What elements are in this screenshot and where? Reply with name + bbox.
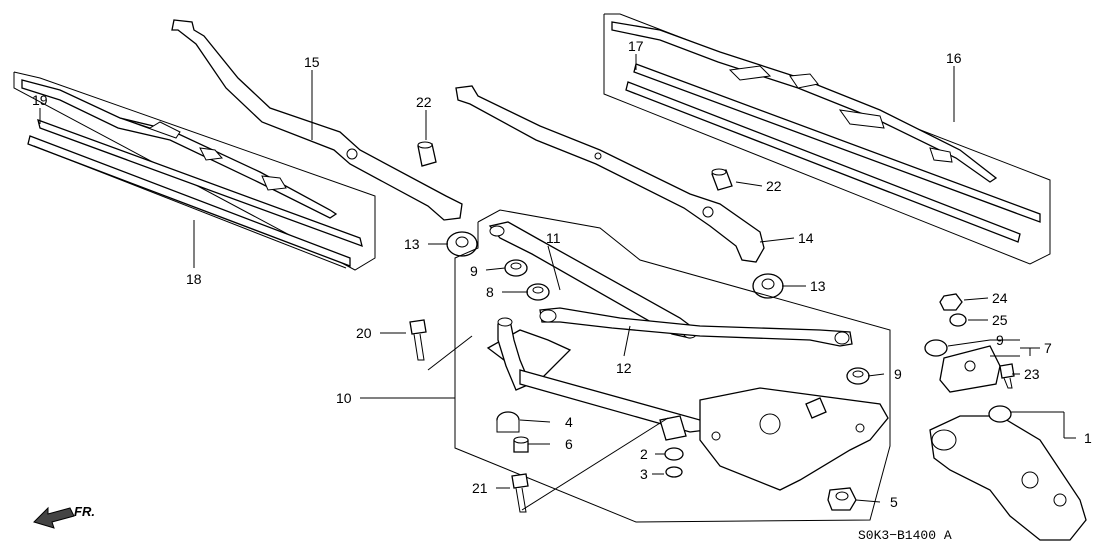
callout-13-left: 13 xyxy=(404,236,420,252)
callout-20: 20 xyxy=(356,325,372,341)
callout-15: 15 xyxy=(304,54,320,70)
callout-2: 2 xyxy=(640,446,648,462)
wiper-arm-15 xyxy=(171,19,463,221)
left-blade-group-frame xyxy=(13,71,376,271)
bushing-8 xyxy=(526,283,550,301)
bolt-20 xyxy=(409,319,427,361)
bushing-2 xyxy=(664,447,684,461)
bushing-9-middle xyxy=(846,367,870,385)
callout-6: 6 xyxy=(565,436,573,452)
callout-18: 18 xyxy=(186,271,202,287)
callout-9-middle: 9 xyxy=(894,366,902,382)
cap-nut-22-right xyxy=(711,168,733,191)
right-blade-group-frame xyxy=(603,13,1051,265)
washer-25 xyxy=(949,313,967,327)
washer-13-left xyxy=(446,231,478,257)
callout-19: 19 xyxy=(32,92,48,108)
callout-9-right: 9 xyxy=(996,332,1004,348)
callout-22-right: 22 xyxy=(766,178,782,194)
wiper-motor-1 xyxy=(929,405,1087,541)
callout-24: 24 xyxy=(992,290,1008,306)
callout-10: 10 xyxy=(336,390,352,406)
callout-5: 5 xyxy=(890,494,898,510)
callout-4: 4 xyxy=(565,414,573,430)
right-wiper-blade xyxy=(611,21,998,183)
callout-13-right: 13 xyxy=(810,278,826,294)
callout-23: 23 xyxy=(1024,366,1040,382)
callout-21: 21 xyxy=(472,480,488,496)
leader-lines xyxy=(39,54,1076,511)
front-direction-label: FR. xyxy=(74,504,95,519)
pivot-frame xyxy=(486,317,889,491)
nut-24 xyxy=(939,293,963,311)
cap-nut-22-left xyxy=(417,141,437,167)
left-wiper-blade xyxy=(21,79,338,219)
callout-11: 11 xyxy=(546,230,561,246)
bushing-9-right xyxy=(924,339,948,357)
callout-22-left: 22 xyxy=(416,94,432,110)
bracket-7 xyxy=(939,345,1001,393)
callout-8: 8 xyxy=(486,284,494,300)
grommet-5 xyxy=(827,487,857,511)
callout-3: 3 xyxy=(640,466,648,482)
callout-9-upper: 9 xyxy=(470,263,478,279)
diagram-code: S0K3−B1400 A xyxy=(858,528,952,543)
collar-6 xyxy=(513,436,529,453)
bushing-9-upper xyxy=(504,259,528,277)
callout-1: 1 xyxy=(1084,430,1092,446)
callout-25: 25 xyxy=(992,312,1008,328)
callout-14: 14 xyxy=(798,230,814,246)
left-blade-rubber xyxy=(27,118,363,269)
callout-labels: 1 2 3 4 5 6 7 8 9 9 9 10 11 12 13 13 14 … xyxy=(32,38,1092,510)
callout-7: 7 xyxy=(1044,340,1052,356)
collar-3 xyxy=(665,466,683,478)
bolt-23 xyxy=(999,363,1015,389)
washer-13-right xyxy=(752,273,784,299)
wiper-arm-14 xyxy=(455,85,765,263)
right-blade-rubber xyxy=(625,63,1041,243)
link-assembly-frame xyxy=(454,209,891,523)
front-direction-arrow-icon xyxy=(33,506,75,529)
callout-12: 12 xyxy=(616,360,632,376)
callout-17: 17 xyxy=(628,38,644,54)
grommet-4 xyxy=(496,411,520,433)
bolt-21 xyxy=(511,473,529,513)
callout-16: 16 xyxy=(946,50,962,66)
link-rod-12 xyxy=(539,307,853,347)
